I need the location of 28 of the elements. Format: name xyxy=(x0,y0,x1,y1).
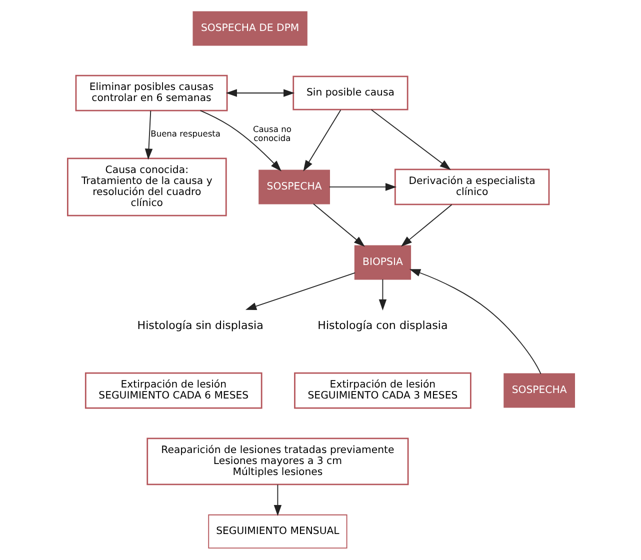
node-box: Reaparición de lesiones tratadas previamente Lesiones mayores a 3 cm Múltiples lesiones xyxy=(146,438,408,486)
node-box: Derivación a especialista clínico xyxy=(394,168,550,206)
arrow xyxy=(199,110,281,172)
node-text: Histología con displasia xyxy=(317,318,448,332)
node-box: Causa conocida: Tratamiento de la causa y resolución del cuadro clínico xyxy=(66,158,226,216)
arrow xyxy=(312,203,364,247)
edge-label: Causa no conocida xyxy=(252,124,291,144)
node-box: Extirpación de lesión SEGUIMIENTO CADA 3 MESES xyxy=(294,372,471,409)
arrow xyxy=(408,269,541,374)
arrow xyxy=(225,89,294,97)
node-box: Eliminar posibles causas controlar en 6 semanas xyxy=(74,74,228,112)
arrow xyxy=(370,109,450,170)
node-text: Histología sin displasia xyxy=(136,318,263,332)
node-box: Extirpación de lesión SEGUIMIENTO CADA 6 MESES xyxy=(84,372,262,409)
arrow xyxy=(244,272,355,310)
arrow xyxy=(328,183,396,191)
node-box: SEGUIMIENTO MENSUAL xyxy=(208,514,347,549)
node-box: Sin posible causa xyxy=(292,76,408,110)
node-box: SOSPECHA xyxy=(258,170,330,204)
node-box: SOSPECHA xyxy=(503,373,574,408)
arrow xyxy=(378,278,386,310)
arrow xyxy=(302,110,341,172)
edge-label: Buena respuesta xyxy=(150,128,220,138)
node-box: SOSPECHA DE DPM xyxy=(192,11,307,46)
arrow xyxy=(144,110,152,160)
arrow xyxy=(273,484,282,516)
arrow xyxy=(400,204,452,247)
node-box: BIOPSIA xyxy=(354,245,411,280)
